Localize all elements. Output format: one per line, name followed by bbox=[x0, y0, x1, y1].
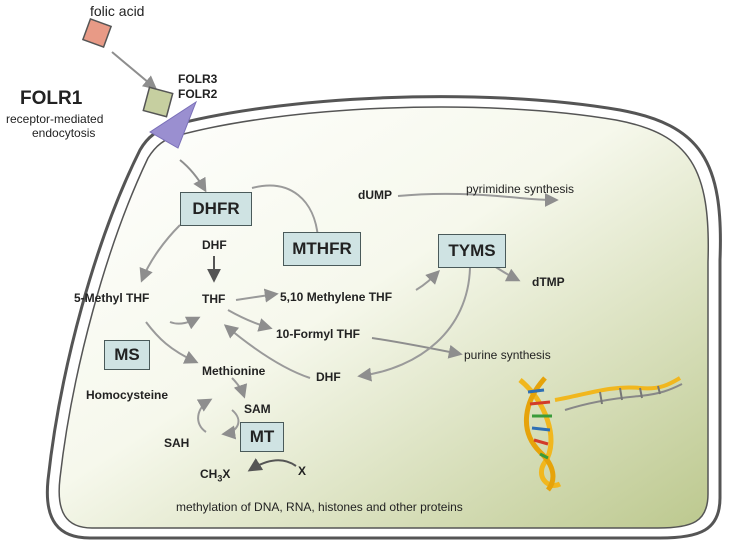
mt-enzyme-box: MT bbox=[240, 422, 284, 452]
ch3x-subscript: 3 bbox=[217, 473, 223, 484]
mthfr-enzyme-box: MTHFR bbox=[283, 232, 361, 266]
purine-synthesis-label: purine synthesis bbox=[464, 348, 551, 362]
endocytosis-arrow bbox=[179, 159, 207, 193]
sam-label: SAM bbox=[244, 402, 271, 416]
ms-enzyme-box: MS bbox=[104, 340, 150, 370]
folic-acid-arrow bbox=[111, 51, 158, 90]
x-to-ch3x-arrow bbox=[247, 458, 297, 472]
dna-helix-icon bbox=[518, 376, 683, 492]
folic-acid-label: folic acid bbox=[90, 3, 145, 19]
methionine-to-sam-arrow bbox=[231, 377, 248, 399]
tyms-enzyme-box: TYMS bbox=[438, 234, 506, 268]
methylation-label: methylation of DNA, RNA, histones and ot… bbox=[176, 500, 463, 514]
folr2-label: FOLR2 bbox=[178, 87, 218, 101]
sam-sah-cycle-arc-right bbox=[221, 409, 240, 440]
ch3x-label: CH3X bbox=[200, 467, 230, 483]
ms-methionine-arrow bbox=[145, 321, 199, 364]
folr3-label: FOLR3 bbox=[178, 72, 218, 86]
dhf-bottom-label: DHF bbox=[316, 370, 341, 384]
dhfr-to-methylthf-arrow bbox=[139, 224, 181, 283]
pyrimidine-synthesis-label: pyrimidine synthesis bbox=[466, 182, 575, 196]
methylthf-to-thf-arrow bbox=[169, 316, 201, 330]
formyl-thf-label: 10-Formyl THF bbox=[276, 327, 361, 341]
sam-sah-cycle-arc-left bbox=[196, 398, 213, 433]
endocytosis-label-line2: endocytosis bbox=[32, 126, 96, 140]
formyl-to-purine-arrow bbox=[371, 337, 463, 359]
ch3x-main: CH bbox=[200, 467, 218, 481]
cell-outer-membrane bbox=[45, 95, 722, 540]
thf-to-methylene-arrow bbox=[235, 288, 279, 303]
sah-label: SAH bbox=[164, 436, 190, 450]
mthfr-loop-arc bbox=[251, 184, 319, 239]
methylene-thf-label: 5,10 Methylene THF bbox=[280, 290, 393, 304]
dump-to-pyrimidine-arrow bbox=[397, 192, 559, 207]
methionine-label: Methionine bbox=[202, 364, 266, 378]
ch3x-tail: X bbox=[222, 467, 231, 481]
methyl-thf-label: 5-Methyl THF bbox=[74, 291, 150, 305]
folic-acid-square bbox=[81, 17, 113, 49]
cell-inner-membrane bbox=[58, 106, 710, 529]
receptor-bound-folate-square bbox=[142, 86, 174, 118]
dtmp-label: dTMP bbox=[532, 275, 565, 289]
methylene-to-tyms-arrow bbox=[415, 270, 440, 291]
dhfr-enzyme-box: DHFR bbox=[180, 192, 252, 226]
homocysteine-label: Homocysteine bbox=[86, 388, 169, 402]
folr1-label: FOLR1 bbox=[20, 88, 83, 109]
endocytosis-label-line1: receptor-mediated bbox=[6, 112, 104, 126]
dump-label: dUMP bbox=[358, 188, 392, 202]
x-label: X bbox=[298, 464, 307, 478]
tyms-to-dhf-arrow bbox=[357, 267, 471, 382]
receptor-triangle bbox=[149, 100, 198, 149]
thf-label: THF bbox=[202, 292, 226, 306]
dhf-to-thf-return-arrow bbox=[223, 324, 311, 379]
dhf-top-label: DHF bbox=[202, 238, 227, 252]
thf-to-formyl-arrow bbox=[227, 309, 273, 332]
